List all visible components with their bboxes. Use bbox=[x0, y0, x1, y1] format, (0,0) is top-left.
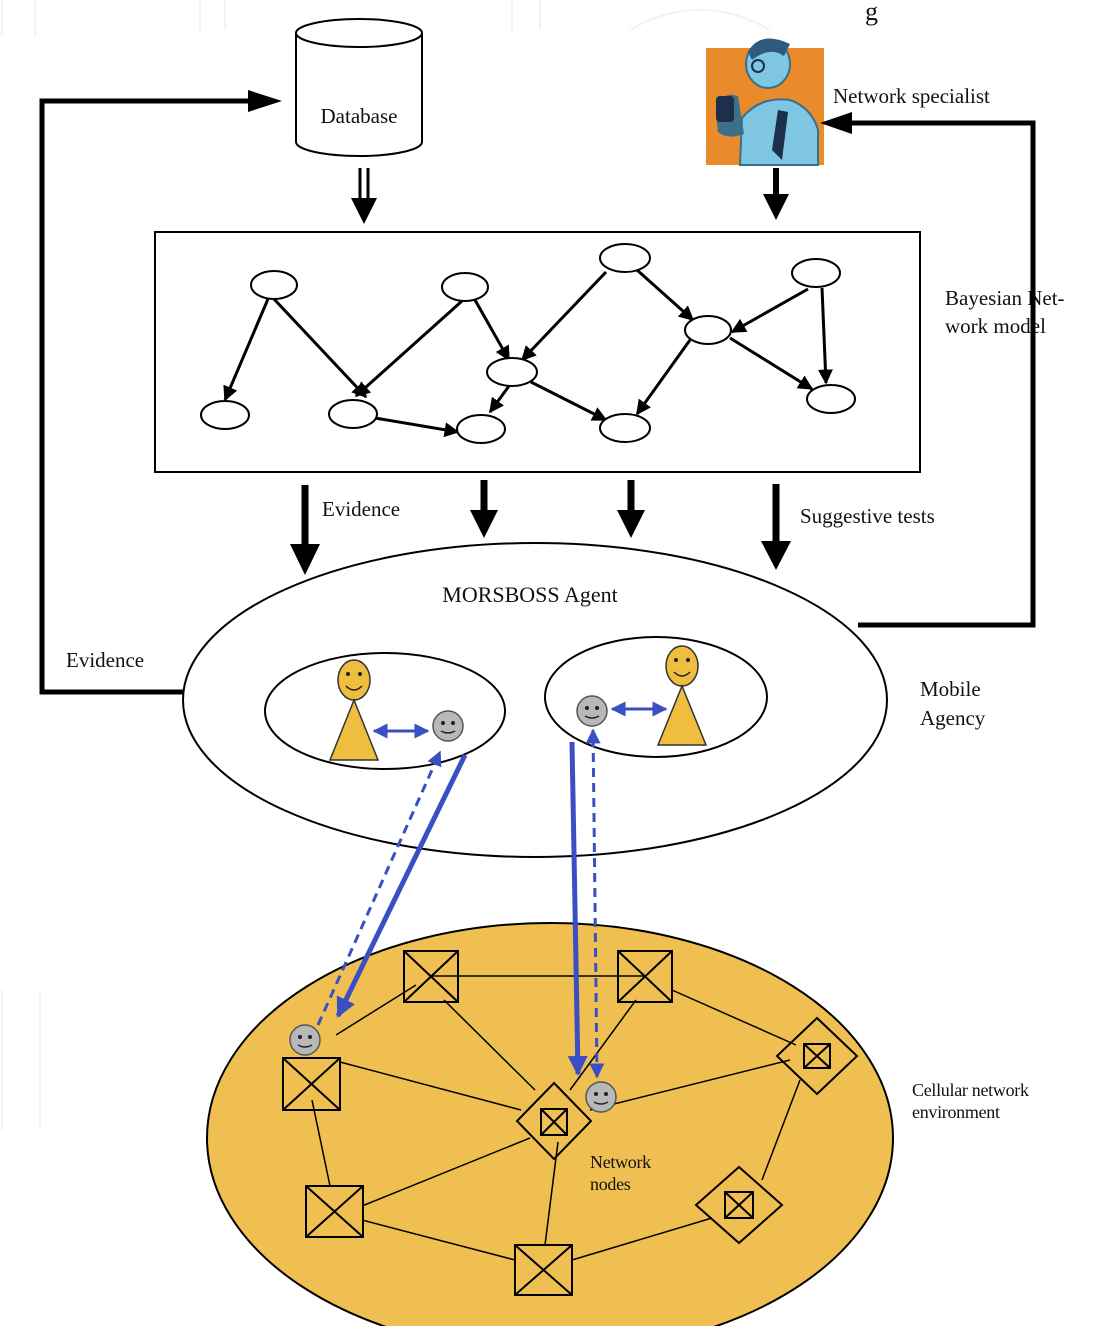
robot-agent-face-icon bbox=[432, 710, 464, 742]
bn-node bbox=[456, 414, 506, 444]
bayesian-label-line2: work model bbox=[945, 314, 1046, 338]
crossed-box-node-icon bbox=[282, 1057, 341, 1111]
bn-node bbox=[328, 399, 378, 429]
network-specialist-label: Network specialist bbox=[833, 84, 990, 108]
watermark bbox=[1, 0, 771, 1130]
crossed-box-node-icon bbox=[694, 1165, 784, 1245]
crossed-box-node-icon bbox=[305, 1185, 364, 1238]
mobile-agency-left bbox=[264, 652, 506, 770]
nodes-label-line2: nodes bbox=[590, 1174, 631, 1194]
agent-return-arrow bbox=[585, 728, 605, 1079]
mobile-label-line2: Agency bbox=[920, 706, 986, 730]
model-to-agent-arrows bbox=[290, 480, 791, 575]
bayesian-network-edges bbox=[223, 268, 833, 438]
crossed-box-node-icon bbox=[515, 1081, 593, 1161]
bn-node bbox=[441, 272, 489, 302]
evidence-feedback-loop-arrow bbox=[39, 90, 282, 695]
evidence-top-label: Evidence bbox=[322, 497, 400, 521]
bn-node bbox=[599, 243, 651, 273]
bn-node bbox=[684, 315, 732, 345]
cellular-label-line2: environment bbox=[912, 1102, 1000, 1122]
agent-dispatch-arrow bbox=[567, 741, 588, 1076]
crossed-box-node-icon bbox=[775, 1016, 859, 1096]
tests-to-specialist-loop-arrow bbox=[820, 112, 1036, 628]
agent-migration-arrows bbox=[316, 728, 605, 1079]
bn-node bbox=[486, 357, 538, 387]
database-icon bbox=[295, 18, 423, 157]
bayesian-label-line1: Bayesian Net- bbox=[945, 286, 1065, 310]
bn-node bbox=[791, 258, 841, 288]
agent-dispatch-arrow bbox=[335, 753, 468, 1018]
bn-node bbox=[250, 270, 298, 300]
morsboss-agent-ellipse bbox=[182, 542, 888, 858]
agent-return-arrow bbox=[316, 750, 442, 1026]
database-to-model-arrow bbox=[351, 168, 377, 224]
caption-fragment: g bbox=[865, 0, 878, 26]
specialist-to-model-arrow bbox=[763, 168, 789, 220]
evidence-left-label: Evidence bbox=[66, 648, 144, 672]
bn-node bbox=[200, 400, 250, 430]
agent-label: MORSBOSS Agent bbox=[442, 582, 617, 607]
crossed-box-node-icon bbox=[514, 1244, 573, 1296]
crossed-box-node-icon bbox=[617, 950, 673, 1003]
robot-agent-face-icon bbox=[289, 1024, 321, 1056]
robot-agent-face-icon bbox=[585, 1081, 617, 1113]
mobile-label-line1: Mobile bbox=[920, 677, 981, 701]
mobile-agency-right bbox=[544, 636, 768, 758]
crossed-box-node-icon bbox=[403, 950, 459, 1003]
network-specialist-person-icon bbox=[706, 38, 824, 166]
nodes-label-line1: Network bbox=[590, 1152, 651, 1172]
bn-node bbox=[806, 384, 856, 414]
database-label: Database bbox=[321, 104, 398, 128]
smiley-face-icon bbox=[656, 645, 708, 746]
bn-node bbox=[599, 413, 651, 443]
smiley-face-icon bbox=[328, 659, 380, 761]
bayesian-network-nodes bbox=[200, 243, 856, 444]
cellular-label-line1: Cellular network bbox=[912, 1080, 1029, 1100]
suggestive-tests-label: Suggestive tests bbox=[800, 504, 935, 528]
robot-agent-face-icon bbox=[576, 695, 608, 727]
